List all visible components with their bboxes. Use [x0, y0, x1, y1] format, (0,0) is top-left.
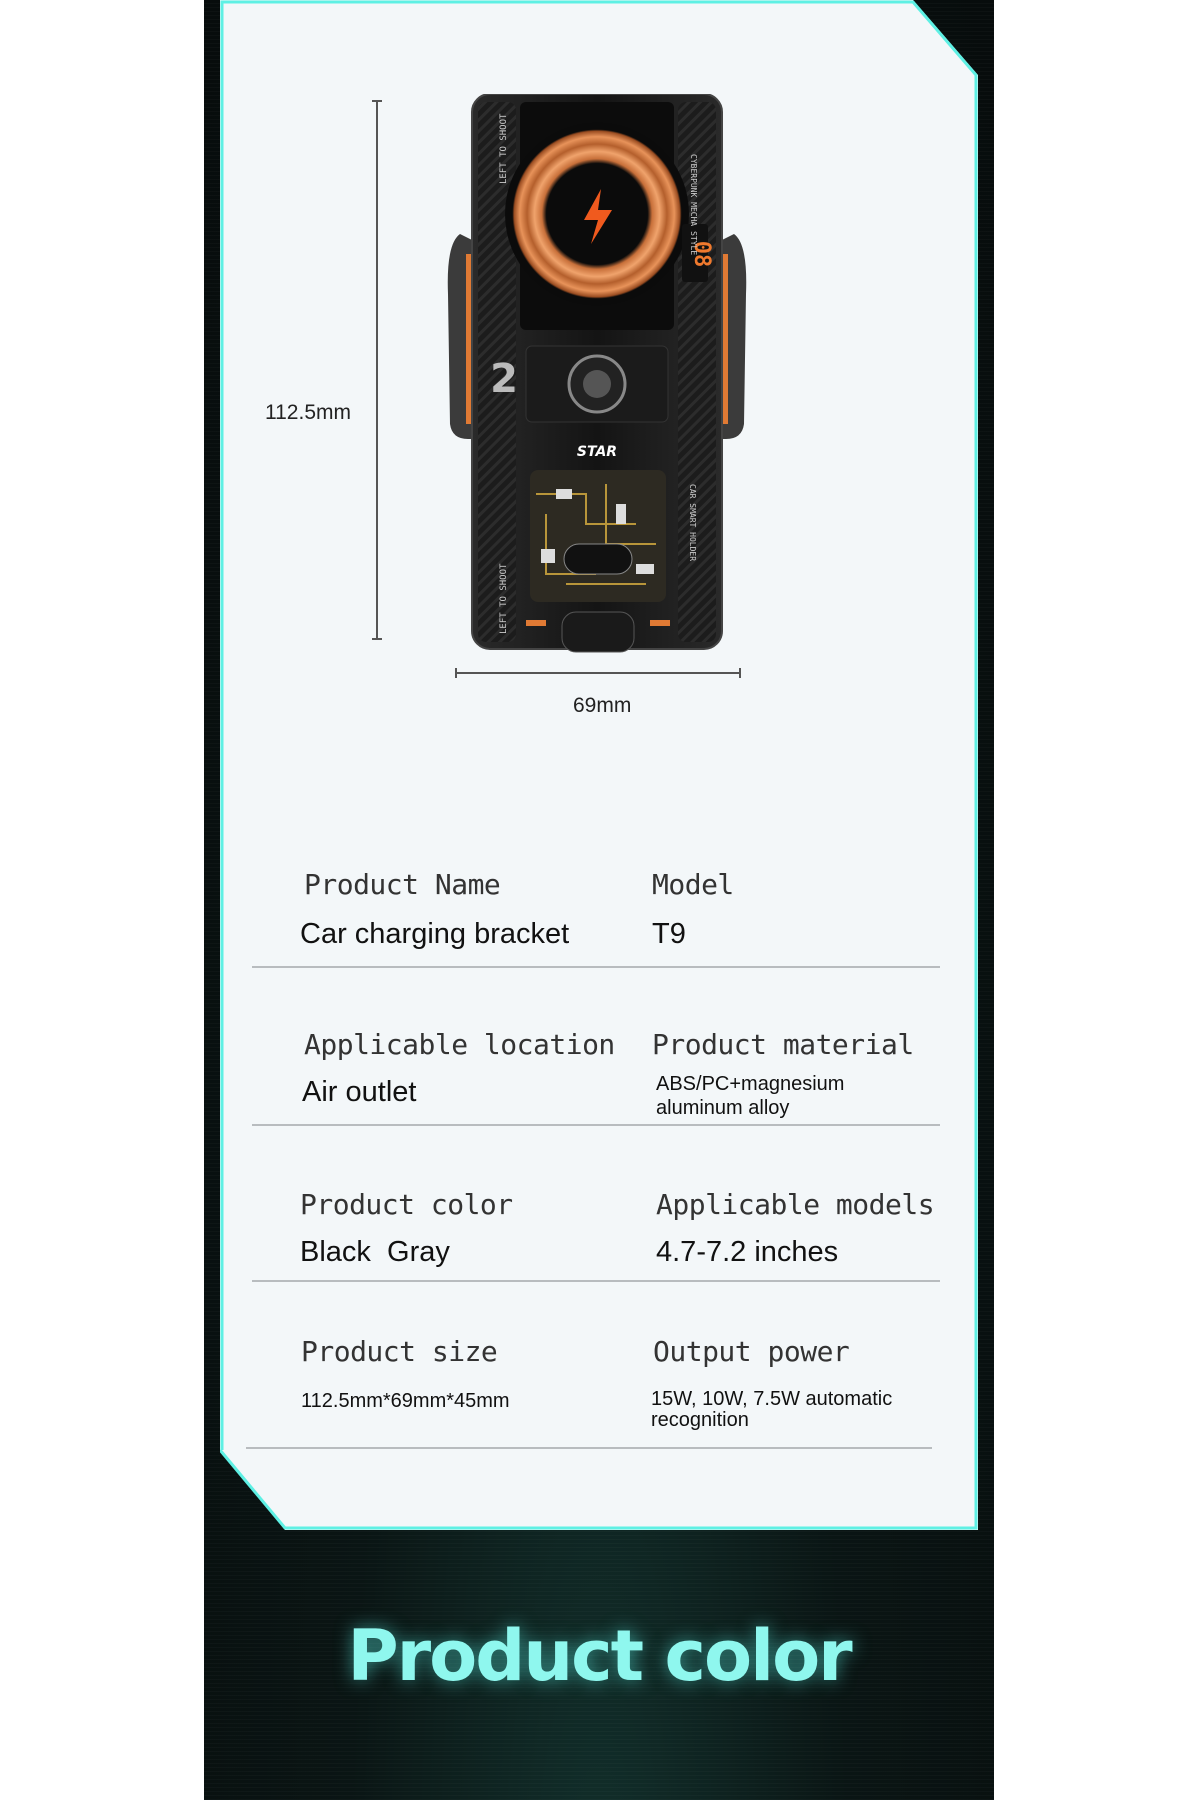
- spec-value-color: Black Gray: [300, 1236, 450, 1268]
- spec-value-output: 15W, 10W, 7.5W automatic recognition: [651, 1388, 893, 1431]
- height-dimension-label: 112.5mm: [265, 401, 351, 424]
- spec-value-model: T9: [652, 918, 686, 950]
- spec-value-location: Air outlet: [302, 1076, 417, 1108]
- width-dimension-line: [455, 668, 741, 678]
- spec-value-material: ABS/PC+magnesium aluminum alloy: [656, 1073, 845, 1119]
- width-dimension-label: 69mm: [573, 694, 632, 717]
- side-text-right-bottom: CAR SMART HOLDER: [688, 484, 697, 561]
- divider: [252, 1280, 940, 1282]
- height-dimension-line: [372, 100, 382, 640]
- side-text-left-bottom: LEFT TO SHOOT: [499, 563, 509, 634]
- spec-value-models: 4.7-7.2 inches: [656, 1236, 839, 1268]
- spec-label-color: Product color: [300, 1188, 513, 1221]
- divider: [246, 1447, 932, 1449]
- brand-logo: STAR: [577, 444, 617, 460]
- spec-label-material: Product material: [652, 1028, 914, 1061]
- side-text-right-top: CYBERPUNK MECHA STYLE: [689, 154, 698, 255]
- spec-label-product-name: Product Name: [304, 868, 501, 901]
- spec-label-output: Output power: [653, 1335, 850, 1368]
- spec-label-location: Applicable location: [304, 1028, 615, 1061]
- spec-value-product-name: Car charging bracket: [300, 918, 570, 950]
- spec-value-size: 112.5mm*69mm*45mm: [301, 1390, 510, 1412]
- side-text-left-top: LEFT TO SHOOT: [499, 113, 509, 184]
- section-title: Product color: [347, 1615, 852, 1697]
- digit-display: 08: [689, 241, 714, 268]
- spec-label-model: Model: [652, 868, 734, 901]
- spec-label-size: Product size: [301, 1335, 498, 1368]
- number-badge: 2: [490, 356, 518, 402]
- divider: [252, 1124, 940, 1126]
- spec-label-models: Applicable models: [656, 1188, 935, 1221]
- divider: [252, 966, 940, 968]
- product-image: 08 LEFT TO SHOOT LEFT TO SHOOT CYBERPUNK…: [447, 94, 747, 653]
